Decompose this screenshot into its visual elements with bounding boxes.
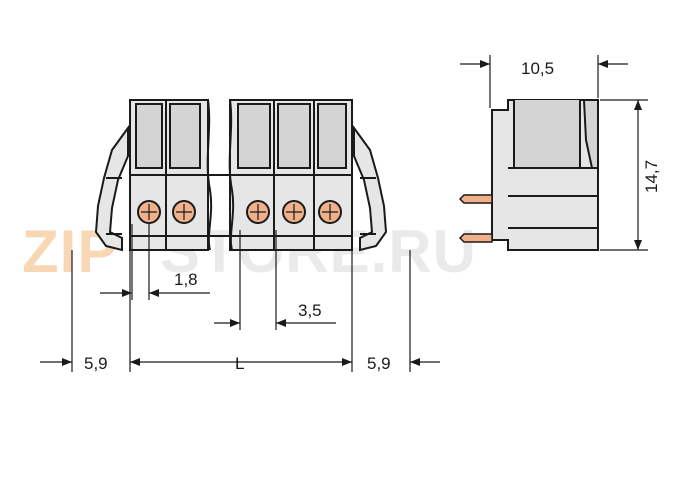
dim-right-margin: 5,9 — [367, 354, 391, 373]
latch-right — [353, 124, 388, 252]
side-view — [491, 99, 599, 251]
break-line-right — [228, 99, 235, 251]
front-view — [94, 99, 388, 252]
dim-height: 14,7 — [642, 160, 661, 193]
latch-left — [94, 124, 129, 252]
front-dimensions — [40, 224, 440, 372]
side-pin-upper — [458, 194, 493, 204]
side-top-recess — [513, 100, 581, 169]
dim-length: L — [235, 354, 244, 373]
front-dimension-labels: 1,8 3,5 5,9 L 5,9 — [84, 270, 391, 373]
upper-ribs — [135, 103, 347, 169]
break-line-left — [206, 99, 213, 251]
side-dimension-labels: 10,5 14,7 — [521, 59, 661, 193]
dim-pitch: 3,5 — [298, 301, 322, 320]
side-pins — [458, 194, 493, 243]
dim-left-margin: 5,9 — [84, 354, 108, 373]
pin-crosshairs — [141, 204, 338, 220]
side-pin-lower — [458, 233, 493, 243]
side-dimensions — [460, 55, 648, 251]
dim-pin-offset: 1,8 — [174, 270, 198, 289]
dim-depth: 10,5 — [521, 59, 554, 78]
